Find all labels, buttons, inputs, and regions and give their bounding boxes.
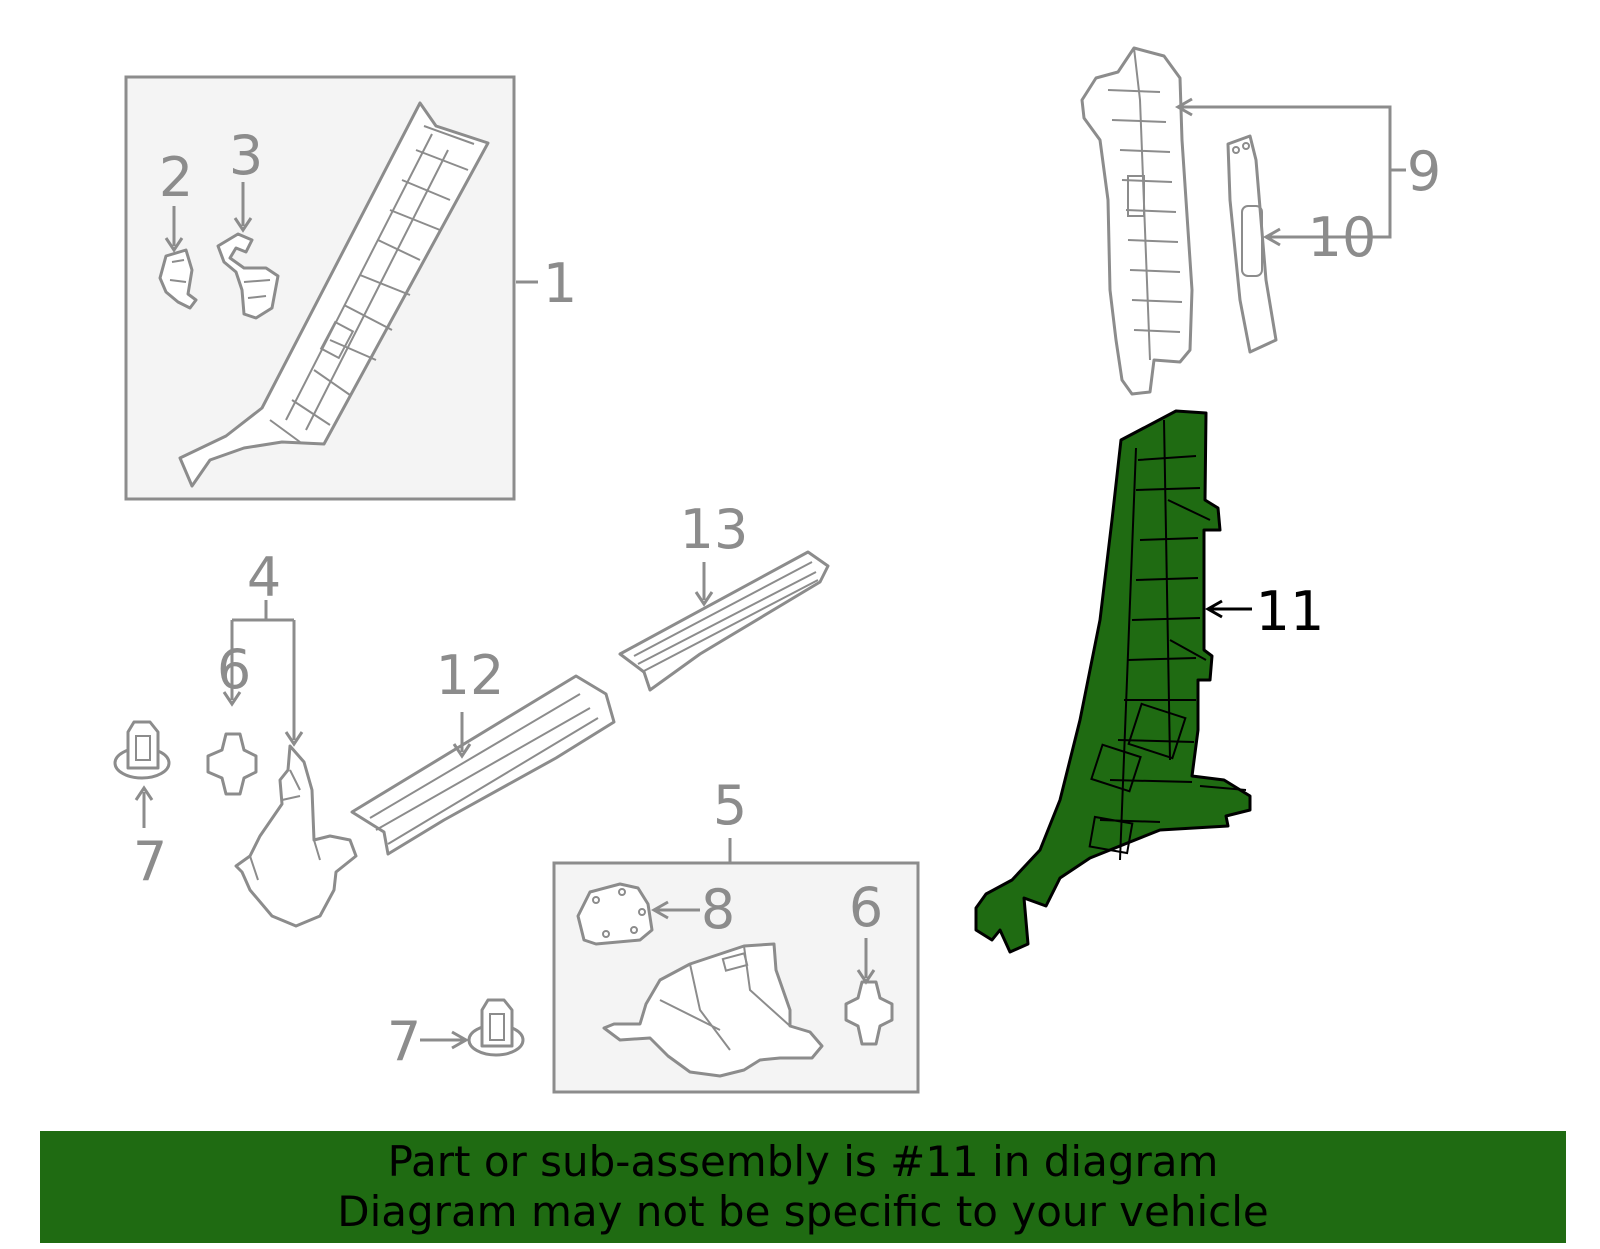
callout-7-left: 7 [133,830,167,893]
part-8-plate[interactable] [576,882,654,946]
part-1-pillar-trim[interactable] [178,101,490,488]
part-7-clip-bottom[interactable] [467,998,525,1057]
callout-3: 3 [229,124,263,187]
part-11-lower-trim[interactable] [974,409,1252,954]
callout-2: 2 [159,146,193,209]
part-13-sill-plate[interactable] [618,550,830,692]
callout-8: 8 [701,878,735,941]
part-10-strip[interactable] [1226,134,1278,354]
callout-4: 4 [247,546,281,609]
part-9-upper-trim[interactable] [1080,46,1194,396]
part-4-kick-panel[interactable] [234,744,358,928]
notice-banner: Part or sub-assembly is #11 in diagram D… [40,1131,1566,1243]
callout-7-bottom: 7 [387,1010,421,1073]
leader-lines [134,97,1406,1050]
banner-line-2: Diagram may not be specific to your vehi… [337,1187,1269,1236]
callout-5: 5 [713,774,747,837]
part-7-clip-left[interactable] [113,720,171,780]
callout-10: 10 [1308,206,1377,269]
callout-9: 9 [1407,140,1441,203]
callout-13: 13 [680,498,749,561]
part-3-clip[interactable] [216,232,280,320]
callout-6-right: 6 [849,876,883,939]
callout-12: 12 [436,644,505,707]
banner-line-1: Part or sub-assembly is #11 in diagram [387,1137,1219,1186]
part-6-clip-left[interactable] [206,732,258,796]
part-2-clip[interactable] [158,248,198,310]
part-6-clip-right[interactable] [844,980,894,1046]
part-5-panel[interactable] [602,942,824,1078]
callout-11: 11 [1256,580,1325,643]
callout-6-left: 6 [217,638,251,701]
part-12-sill-plate[interactable] [350,674,616,856]
callout-1: 1 [543,252,577,315]
